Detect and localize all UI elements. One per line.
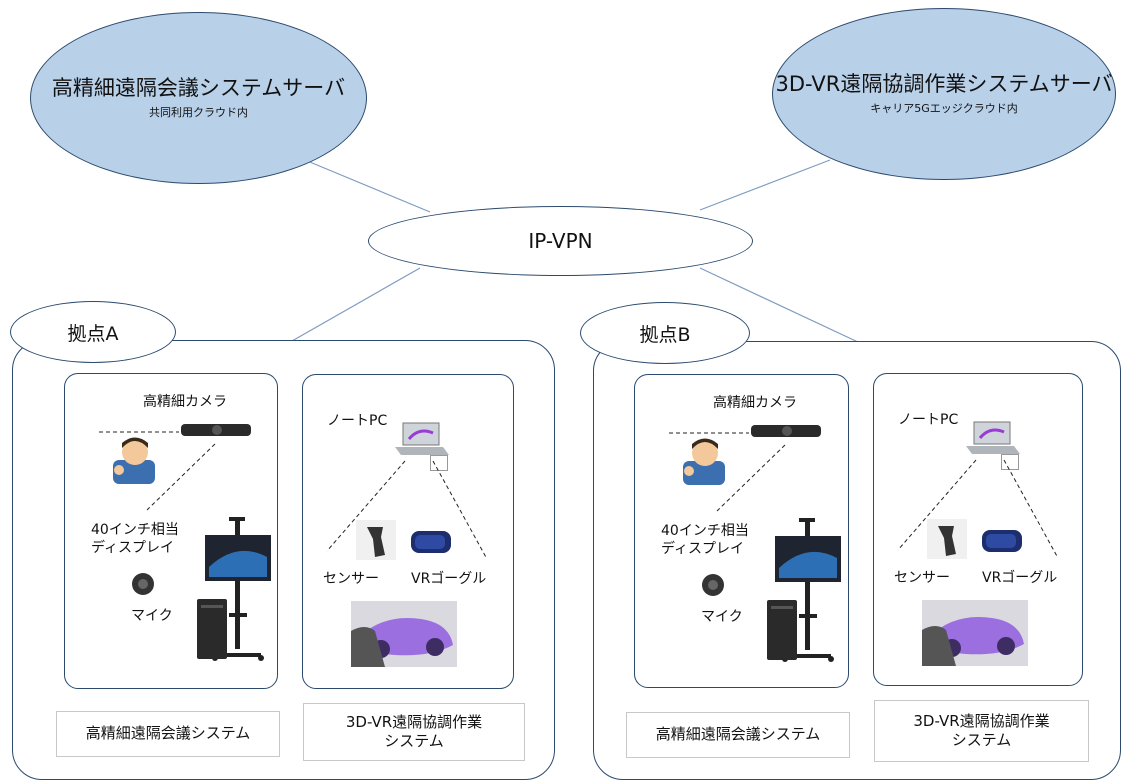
site-b-conference-system-label: 高精細遠隔会議システム [626, 712, 850, 758]
site-b-laptop-icon [966, 421, 1020, 454]
site-b-vr-goggles-icon [982, 530, 1022, 552]
site-b-mic-icon [702, 574, 724, 596]
site-a-display-label: 40インチ相当 ディスプレイ [91, 522, 179, 556]
link-left-server-vpn [304, 159, 431, 213]
vr-server-title: 3D-VR遠隔協調作業システムサーバ [775, 71, 1113, 96]
conference-server-title: 高精細遠隔会議システムサーバ [51, 75, 346, 100]
site-b-sensor-marker-icon [1001, 454, 1019, 470]
site-a-goggles-label: VRゴーグル [411, 571, 487, 587]
site-b-mic-label: マイク [701, 609, 743, 625]
site-a-laptop-icon [395, 422, 449, 455]
site-a-conference-panel: 高精細カメラ 40インチ相当 ディスプレイ マイク [64, 373, 278, 689]
conference-server-cloud: 高精細遠隔会議システムサーバ 共同利用クラウド内 [30, 12, 367, 184]
site-b-vr-sightlines [897, 459, 1059, 559]
link-vpn-site-b [699, 267, 861, 344]
conference-server-subtitle: 共同利用クラウド内 [149, 106, 248, 120]
site-a-mic-label: マイク [131, 608, 173, 624]
site-a-mic-icon [132, 573, 154, 595]
site-a-display-stand-icon [205, 517, 271, 661]
site-b-vr-system-label: 3D-VR遠隔協調作業 システム [874, 700, 1089, 762]
site-b-sensor-label: センサー [894, 570, 950, 586]
site-b-pc-tower-icon [767, 600, 797, 660]
vr-server-cloud: 3D-VR遠隔協調作業システムサーバ キャリア5Gエッジクラウド内 [772, 8, 1116, 180]
site-a-camera-label: 高精細カメラ [143, 394, 227, 410]
site-b-display-label: 40インチ相当 ディスプレイ [661, 523, 749, 557]
site-a-vr-scene-image [351, 601, 457, 667]
site-a-vr-goggles-icon [411, 531, 451, 553]
ip-vpn-node: IP-VPN [368, 206, 753, 276]
site-b-camera-sightlines [669, 432, 786, 512]
site-b-user-avatar-icon [683, 438, 725, 485]
link-vpn-site-a [284, 267, 421, 346]
site-a-name: 拠点A [67, 322, 119, 345]
site-a-laptop-label: ノートPC [327, 413, 388, 429]
site-a-vr-panel: ノートPC センサー VRゴーグル [302, 374, 514, 689]
site-b-laptop-label: ノートPC [898, 412, 959, 428]
site-a-user-avatar-icon [113, 437, 155, 484]
site-b-camera-label: 高精細カメラ [713, 395, 797, 411]
site-b-camera-icon [751, 425, 821, 437]
site-a-vr-system-label: 3D-VR遠隔協調作業 システム [303, 703, 525, 761]
site-a-sensor-icon [356, 520, 396, 560]
site-b-goggles-label: VRゴーグル [982, 570, 1058, 586]
site-a-camera-icon [181, 424, 251, 436]
ip-vpn-label: IP-VPN [528, 229, 593, 253]
site-a-pc-tower-icon [197, 599, 227, 659]
site-a-label: 拠点A [10, 301, 176, 363]
site-a-conference-system-label: 高精細遠隔会議システム [56, 711, 280, 757]
site-a-sensor-label: センサー [323, 571, 379, 587]
site-a-sensor-marker-icon [430, 455, 448, 471]
site-b-label: 拠点B [580, 302, 750, 364]
site-b-conference-panel: 高精細カメラ 40インチ相当 ディスプレイ マイク [634, 374, 849, 688]
site-a-camera-sightlines [99, 431, 216, 511]
site-b-sensor-icon [927, 519, 967, 559]
vr-server-subtitle: キャリア5Gエッジクラウド内 [870, 102, 1018, 116]
site-b-name: 拠点B [639, 323, 691, 346]
site-a-vr-sightlines [326, 460, 488, 560]
link-right-server-vpn [699, 159, 831, 211]
site-b-vr-scene-image [922, 600, 1028, 666]
site-b-vr-panel: ノートPC センサー VRゴーグル [873, 373, 1083, 686]
site-b-display-stand-icon [775, 518, 841, 662]
